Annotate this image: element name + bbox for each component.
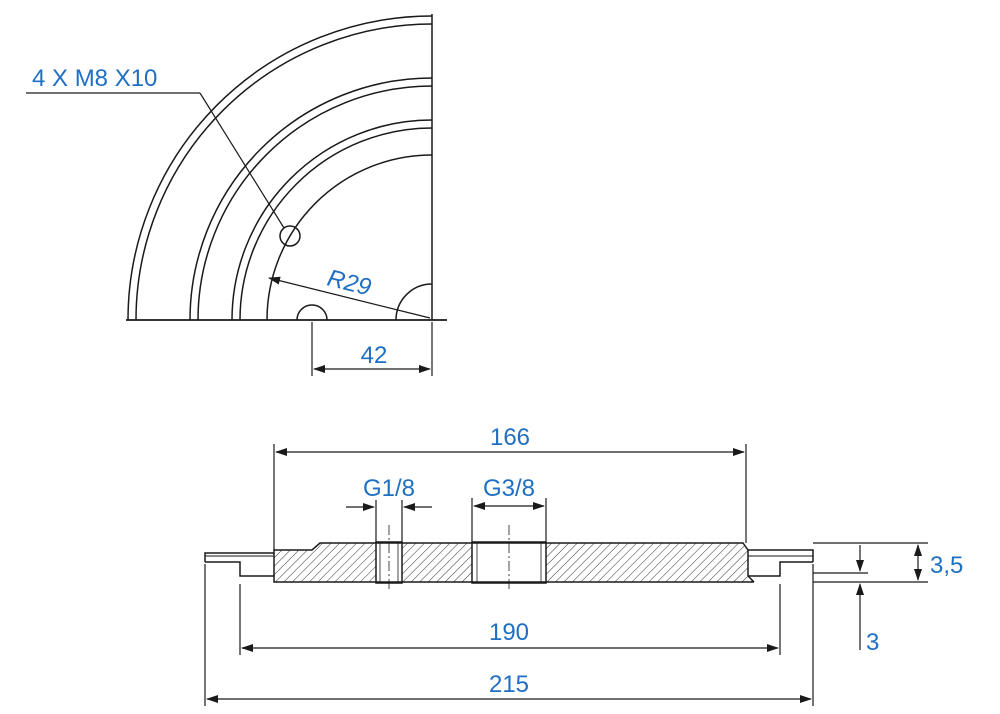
dim-3-label: 3: [866, 629, 879, 656]
dim-166-label: 166: [490, 424, 530, 451]
outer-rim-inner-arc: [135, 23, 433, 321]
dim-215: [204, 564, 814, 706]
port-half-circle-left: [296, 304, 328, 321]
top-view-quarter-plan: [126, 14, 447, 321]
dim-g1-8: [346, 500, 432, 542]
port-small-label: G1/8: [363, 475, 415, 502]
dim-3-5-label: 3,5: [930, 552, 963, 579]
outer-rim-arc: [127, 15, 433, 321]
right-end-outline: [748, 561, 813, 577]
section-top-outline: [204, 542, 814, 562]
hole-callout-label: 4 X M8 X10: [32, 65, 157, 92]
inner-ring-arc: [231, 119, 433, 321]
offset-dimension: [311, 322, 433, 376]
inner-ring-inner-arc: [239, 127, 433, 321]
radius-label: R29: [325, 265, 374, 302]
dim-190: [239, 584, 781, 655]
port-large-label: G3/8: [483, 475, 535, 502]
radius-dimension-line: [268, 276, 431, 319]
right-flange-hatched: [748, 553, 813, 576]
dim-215-label: 215: [489, 671, 529, 698]
section-view: [204, 525, 814, 590]
dim-3: [813, 545, 868, 650]
threaded-hole-circle: [279, 225, 301, 247]
offset-dimension-label: 42: [361, 342, 388, 369]
middle-ring-arc: [189, 77, 433, 321]
port-half-circle-right: [395, 283, 433, 321]
dim-190-label: 190: [489, 619, 529, 646]
dim-3-5: [813, 542, 928, 583]
hole-callout-leader: [26, 92, 285, 229]
middle-ring-inner-arc: [197, 85, 433, 321]
dim-166: [273, 444, 747, 550]
dim-g3-8: [471, 498, 547, 542]
left-end-outline: [205, 561, 754, 583]
right-lower-line: [747, 575, 755, 583]
